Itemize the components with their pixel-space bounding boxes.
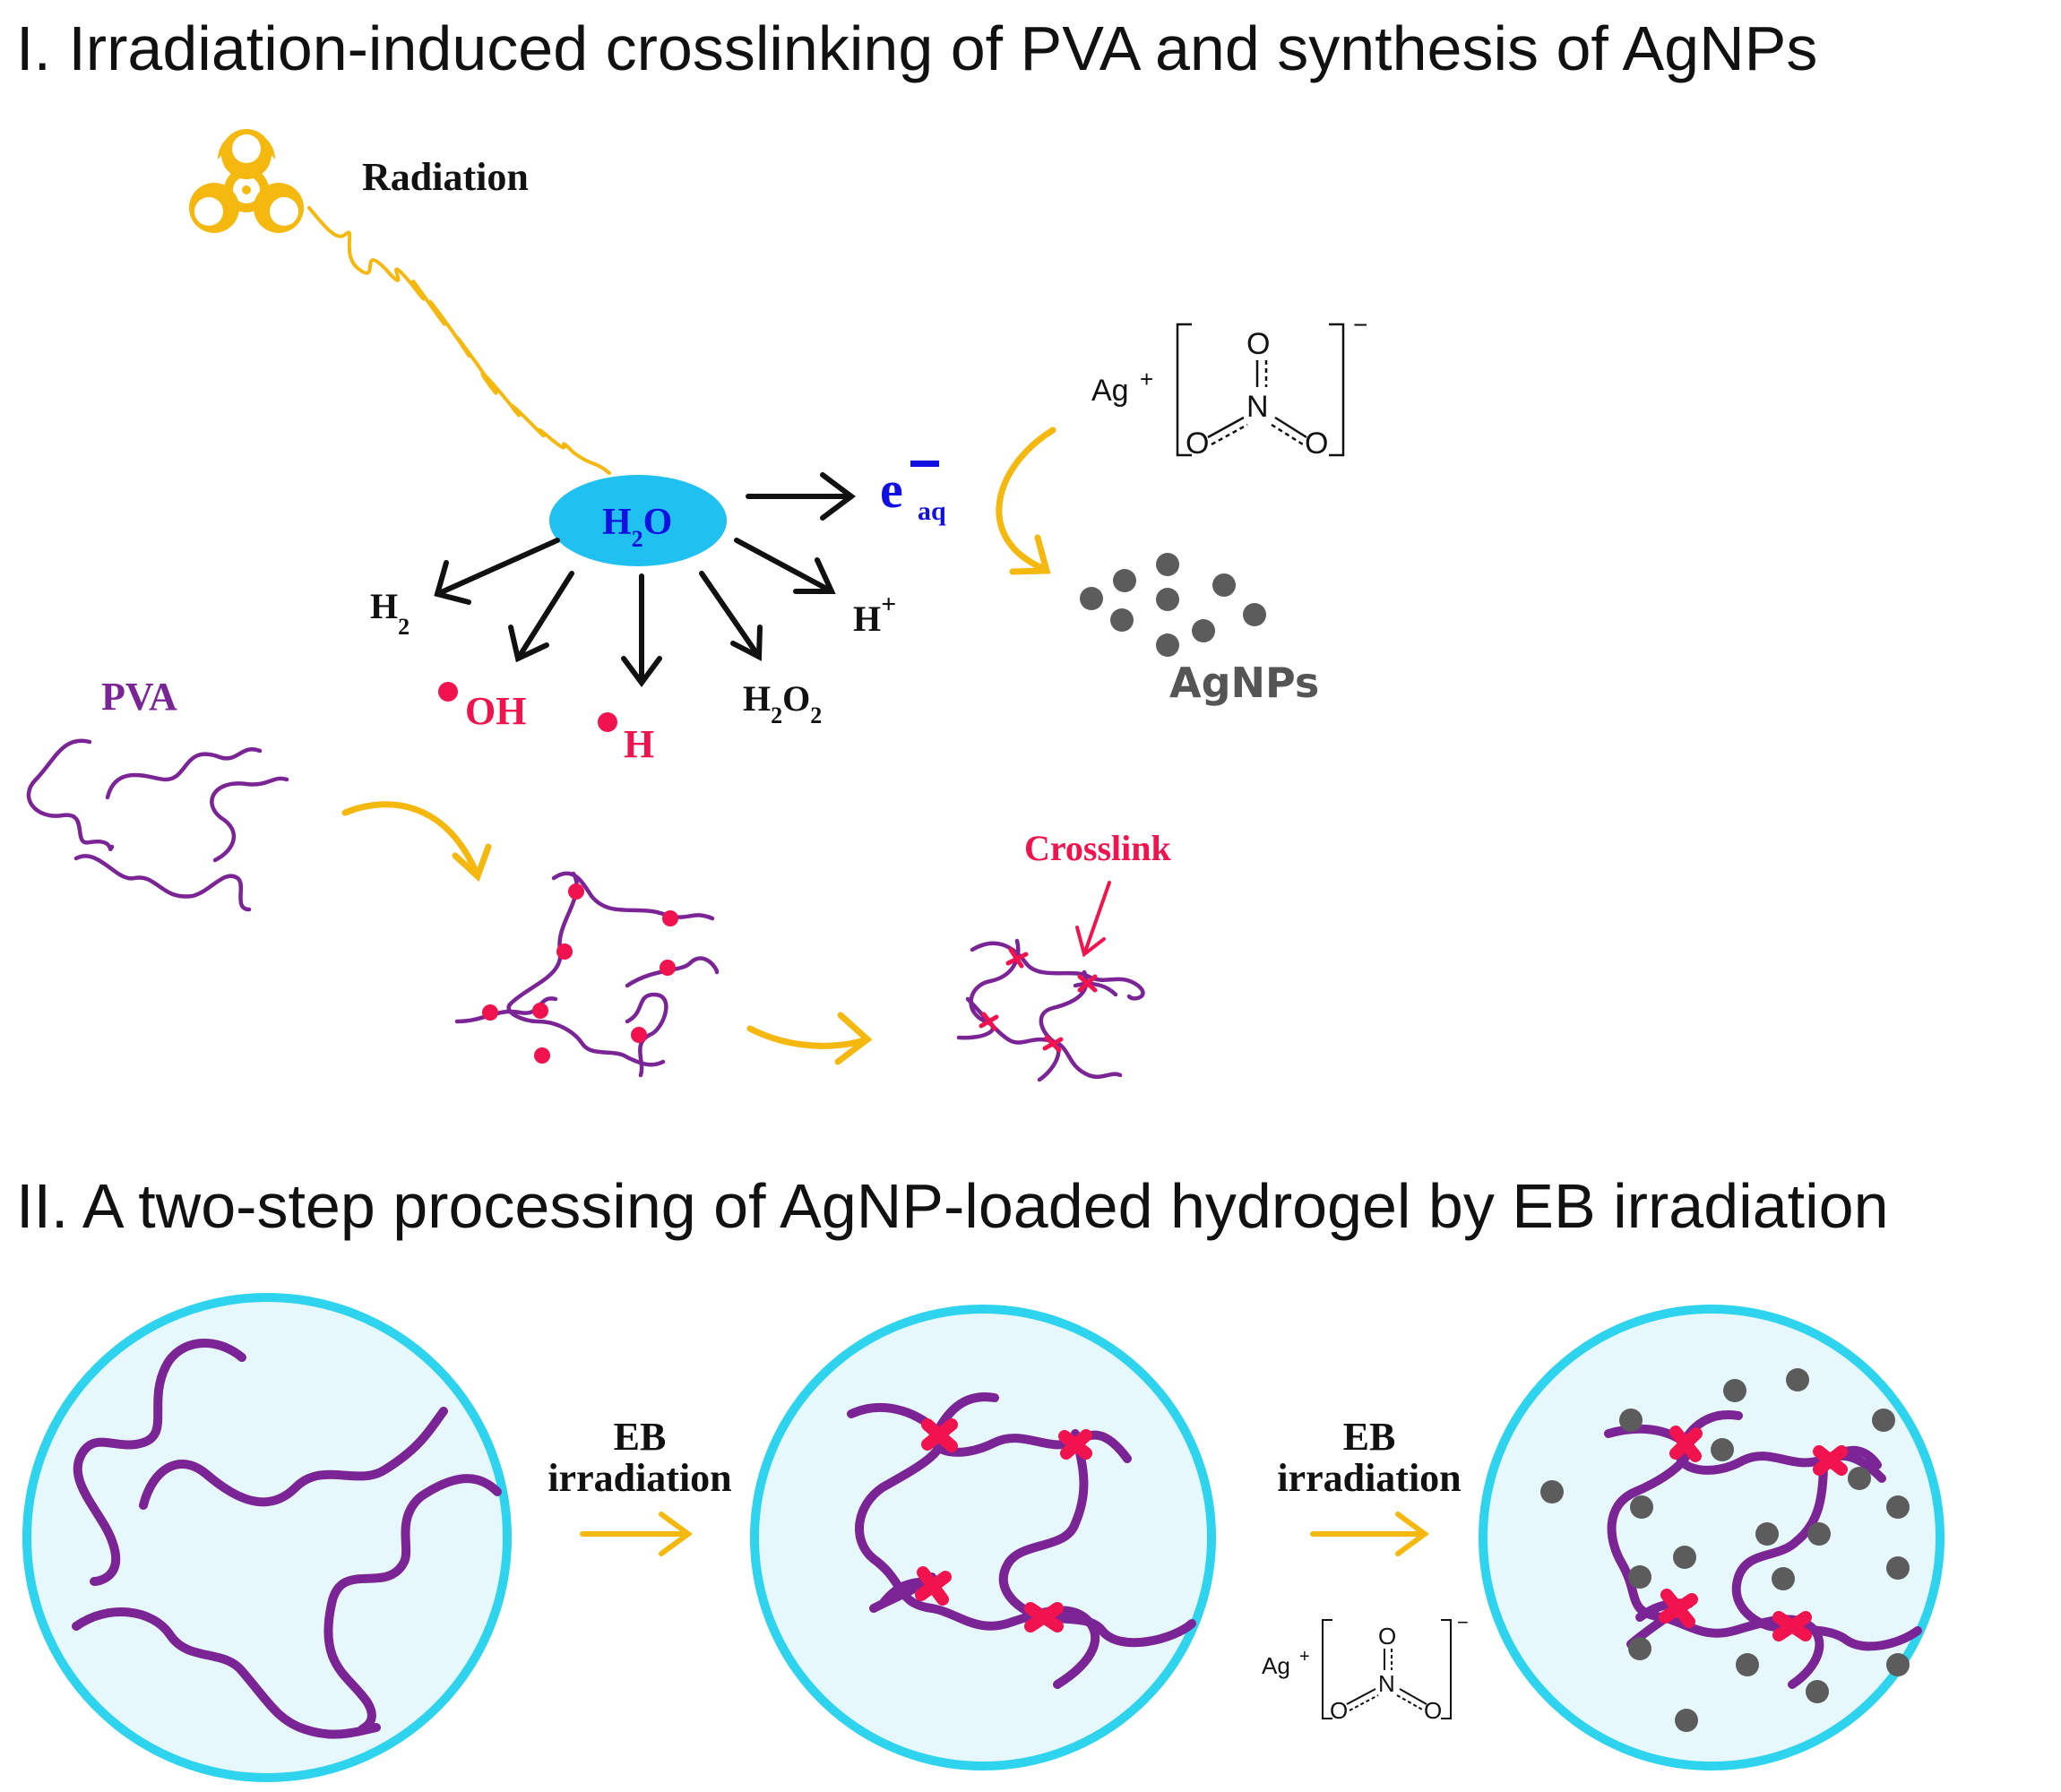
svg-text:O: O xyxy=(1305,426,1328,461)
pva-radical-arrow xyxy=(341,801,492,883)
nanoparticle-dot xyxy=(1872,1409,1895,1432)
svg-text:+: + xyxy=(1299,1647,1310,1667)
arrow-to-h2 xyxy=(434,538,560,605)
hydrated-electron: e aq xyxy=(880,461,946,526)
nanoparticle-dot xyxy=(1723,1379,1746,1402)
nanoparticle-dot xyxy=(1736,1653,1759,1676)
svg-text:H: H xyxy=(624,722,654,766)
silver-nitrate-structure: Ag + − O N O O xyxy=(1091,311,1367,461)
arrow-to-h xyxy=(621,573,662,688)
agnps-label: AgNPs xyxy=(1169,659,1319,707)
hydrogel-stage-1 xyxy=(22,1293,512,1782)
svg-text:aq: aq xyxy=(918,496,946,526)
arrow-to-electron xyxy=(746,472,856,521)
nanoparticle-dot xyxy=(1110,608,1134,632)
nanoparticle-dot xyxy=(1628,1637,1651,1660)
radical-dot xyxy=(482,1004,498,1021)
nanoparticle-dot xyxy=(1243,603,1266,626)
nanoparticle-dot xyxy=(1673,1546,1696,1569)
section2-title: II. A two-step processing of AgNP-loaded… xyxy=(16,1171,1889,1241)
radiation-label: Radiation xyxy=(362,155,529,199)
svg-text:OH: OH xyxy=(465,689,526,733)
radical-dot xyxy=(568,883,584,900)
reduction-arrow xyxy=(996,426,1056,575)
svg-text:e: e xyxy=(880,461,903,519)
svg-text:Ag: Ag xyxy=(1262,1652,1290,1679)
nanoparticle-dot xyxy=(1630,1495,1653,1519)
step2-arrow xyxy=(1310,1512,1430,1556)
h2-product: H2 xyxy=(370,586,410,640)
step1-label-line1: EB xyxy=(614,1415,667,1459)
radiolysis-arrows xyxy=(434,472,856,688)
svg-text:O: O xyxy=(1246,327,1270,361)
step1-arrow xyxy=(580,1512,694,1556)
svg-text:Ag: Ag xyxy=(1091,374,1129,408)
nanoparticle-dot xyxy=(1113,569,1136,592)
nanoparticle-dot xyxy=(1675,1709,1698,1732)
biohazard-icon xyxy=(189,129,304,233)
nanoparticle-dot xyxy=(1886,1556,1910,1580)
section1-title: I. Irradiation-induced crosslinking of P… xyxy=(16,13,1817,83)
nanoparticle-dot xyxy=(1807,1522,1831,1546)
nanoparticle-dot xyxy=(1711,1438,1734,1461)
step1-label-line2: irradiation xyxy=(548,1456,731,1500)
svg-text:O: O xyxy=(1378,1623,1396,1650)
hydroxyl-radical: OH xyxy=(438,682,526,733)
nanoparticle-dot xyxy=(1806,1680,1829,1703)
nanoparticle-dot xyxy=(1848,1467,1871,1490)
nanoparticle-dot xyxy=(1886,1495,1910,1519)
radical-dot xyxy=(660,960,676,976)
radical-dot xyxy=(662,910,678,926)
nanoparticle-dot xyxy=(1156,633,1179,657)
silver-nitrate-structure-small: Ag + − O N O O xyxy=(1262,1611,1469,1724)
nanoparticle-dot xyxy=(1212,573,1236,597)
svg-text:O: O xyxy=(1424,1697,1442,1724)
svg-text:O: O xyxy=(1186,426,1209,461)
crosslink-arrow xyxy=(746,1012,873,1065)
hplus-product: H+ xyxy=(853,590,896,639)
agnp-cluster xyxy=(1080,553,1266,657)
nanoparticle-dot xyxy=(1192,619,1215,642)
nanoparticle-dot xyxy=(1755,1522,1779,1546)
radiation-wave xyxy=(307,206,611,475)
nanoparticle-dot xyxy=(1080,587,1103,610)
svg-text:+: + xyxy=(1140,366,1153,392)
radical-polymer-network xyxy=(454,871,720,1078)
hydrogel-stage-2 xyxy=(750,1305,1216,1770)
svg-text:−: − xyxy=(1457,1611,1469,1633)
svg-text:−: − xyxy=(1353,311,1367,339)
svg-text:N: N xyxy=(1378,1670,1395,1697)
radical-dot xyxy=(556,943,573,960)
water-label: H2O xyxy=(602,502,672,552)
step2-label-line1: EB xyxy=(1343,1415,1396,1459)
pva-chains xyxy=(26,738,289,912)
nanoparticle-dot xyxy=(1886,1653,1910,1676)
radical-dot xyxy=(631,1027,647,1043)
hydrogel-stage-3 xyxy=(1479,1305,1945,1770)
crosslinked-network xyxy=(956,938,1145,1082)
nanoparticle-dot xyxy=(1540,1480,1564,1503)
arrow-to-oh xyxy=(508,571,574,663)
nanoparticle-dot xyxy=(1156,588,1179,611)
nanoparticle-dot xyxy=(1786,1368,1809,1391)
nanoparticle-dot xyxy=(1619,1409,1643,1432)
svg-text:N: N xyxy=(1246,390,1269,424)
crosslink-label: Crosslink xyxy=(1024,828,1172,868)
radical-dot xyxy=(534,1047,550,1064)
water-molecule xyxy=(549,475,727,566)
svg-text:O: O xyxy=(1330,1697,1348,1724)
hydrogen-radical: H xyxy=(598,712,654,766)
crosslink-pointer xyxy=(1075,881,1111,958)
pva-label: PVA xyxy=(101,675,177,719)
nanoparticle-dot xyxy=(1772,1567,1795,1590)
nanoparticle-dot xyxy=(1628,1565,1651,1589)
arrow-to-h2o2 xyxy=(699,571,763,661)
arrow-to-hplus xyxy=(734,538,836,594)
h2o2-product: H2O2 xyxy=(743,678,822,728)
radical-dot xyxy=(532,1003,548,1019)
step2-label-line2: irradiation xyxy=(1277,1456,1461,1500)
nanoparticle-dot xyxy=(1156,553,1179,576)
